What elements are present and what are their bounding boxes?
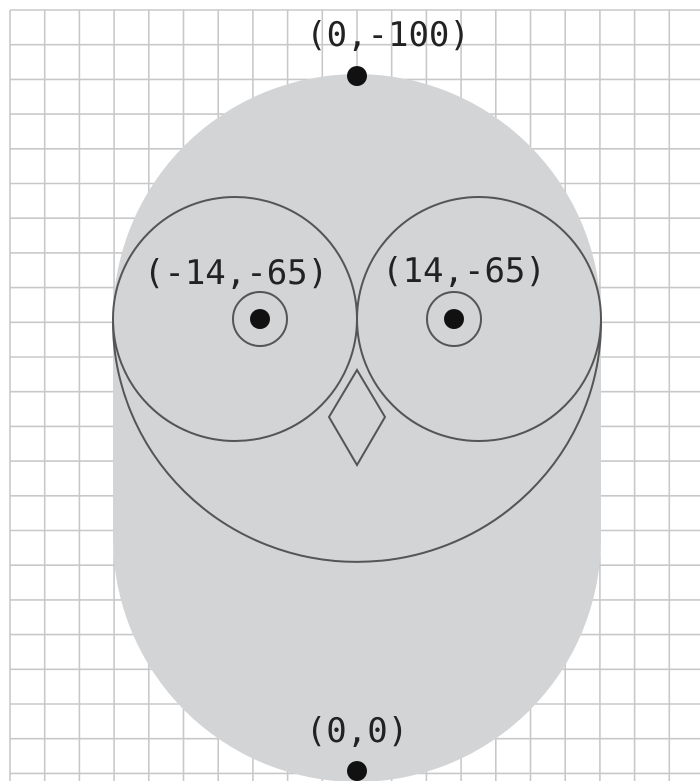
bottom-point-dot bbox=[347, 761, 367, 781]
left-pupil-dot bbox=[250, 309, 270, 329]
bottom-point-label: (0,0) bbox=[306, 711, 408, 751]
top-point-dot bbox=[347, 66, 367, 86]
left-eye-label: (-14,-65) bbox=[144, 253, 328, 293]
right-pupil-dot bbox=[444, 309, 464, 329]
owl-body bbox=[113, 74, 601, 781]
right-eye-label: (14,-65) bbox=[382, 251, 546, 291]
top-point-label: (0,-100) bbox=[306, 15, 470, 55]
